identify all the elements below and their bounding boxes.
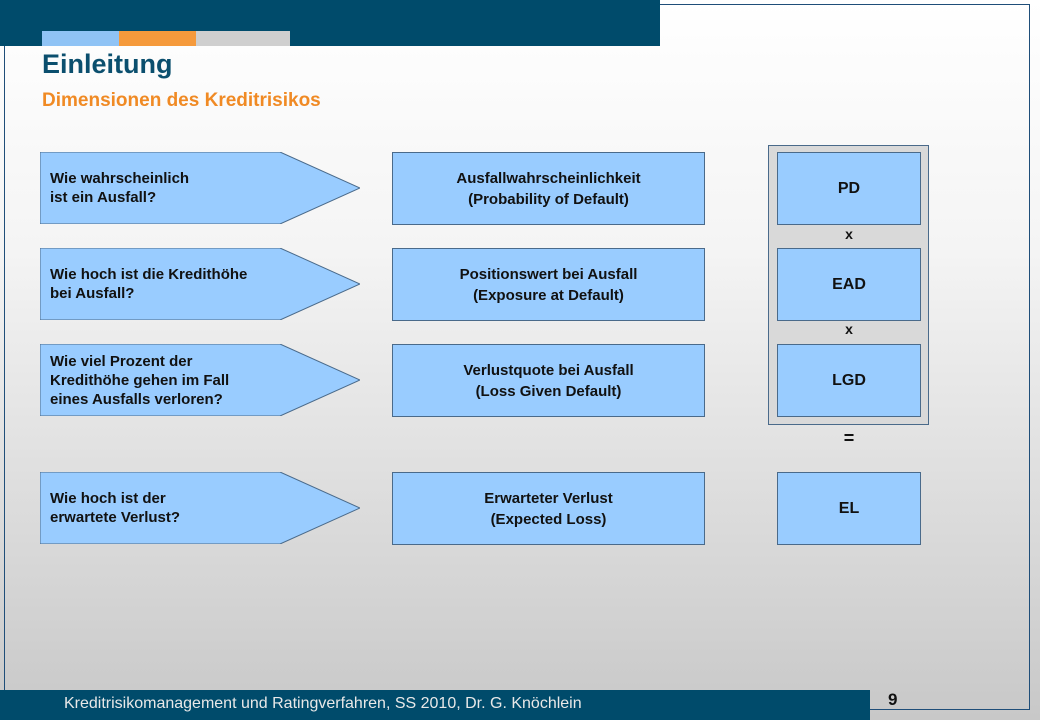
term-box-ead: Positionswert bei Ausfall (Exposure at D… bbox=[392, 248, 705, 321]
abbr-box-ead: EAD bbox=[777, 248, 921, 321]
term-english: (Exposure at Default) bbox=[473, 286, 624, 304]
footer-bar: Kreditrisikomanagement und Ratingverfahr… bbox=[0, 690, 870, 720]
question-arrow-ead: Wie hoch ist die Kredithöhe bei Ausfall? bbox=[40, 248, 360, 320]
arrow-shape bbox=[40, 248, 360, 320]
term-name: Ausfallwahrscheinlichkeit bbox=[456, 169, 641, 187]
question-line: bei Ausfall? bbox=[50, 285, 135, 302]
equals-operator: = bbox=[843, 428, 855, 448]
question-arrow-pd: Wie wahrscheinlich ist ein Ausfall? bbox=[40, 152, 360, 224]
page-number: 9 bbox=[888, 690, 898, 709]
arrow-shape bbox=[40, 152, 360, 224]
abbr-box-pd: PD bbox=[777, 152, 921, 225]
question-line: eines Ausfalls verloren? bbox=[50, 390, 223, 408]
term-english: (Expected Loss) bbox=[490, 510, 607, 528]
abbr-box-lgd: LGD bbox=[777, 344, 921, 417]
multiply-operator: x bbox=[845, 226, 853, 242]
term-name: Verlustquote bei Ausfall bbox=[463, 361, 634, 379]
question-line: Wie wahrscheinlich bbox=[50, 170, 190, 187]
header-stripe-blue bbox=[42, 31, 119, 46]
term-box-el: Erwarteter Verlust (Expected Loss) bbox=[392, 472, 705, 545]
question-line: Wie hoch ist die Kredithöhe bbox=[50, 266, 248, 283]
term-english: (Probability of Default) bbox=[468, 190, 629, 208]
question-arrow-lgd: Wie viel Prozent der Kredithöhe gehen im… bbox=[40, 344, 360, 416]
term-name: Positionswert bei Ausfall bbox=[459, 265, 638, 283]
arrow-shape bbox=[40, 344, 360, 416]
question-line: erwartete Verlust? bbox=[50, 509, 181, 526]
slide-title: Einleitung bbox=[42, 49, 173, 79]
term-name: Erwarteter Verlust bbox=[484, 489, 613, 507]
arrow-shape bbox=[40, 472, 360, 544]
question-arrow-el: Wie hoch ist der erwartete Verlust? bbox=[40, 472, 360, 544]
header-stripe-gray bbox=[196, 31, 290, 46]
term-box-lgd: Verlustquote bei Ausfall (Loss Given Def… bbox=[392, 344, 705, 417]
question-line: Wie hoch ist der bbox=[50, 490, 166, 507]
header-stripe-orange bbox=[119, 31, 196, 46]
term-box-pd: Ausfallwahrscheinlichkeit (Probability o… bbox=[392, 152, 705, 225]
question-line: Kredithöhe gehen im Fall bbox=[50, 371, 230, 389]
term-english: (Loss Given Default) bbox=[475, 382, 622, 400]
question-line: ist ein Ausfall? bbox=[50, 189, 157, 206]
slide-subtitle: Dimensionen des Kreditrisikos bbox=[42, 90, 321, 111]
question-line: Wie viel Prozent der bbox=[50, 352, 193, 370]
abbr-box-el: EL bbox=[777, 472, 921, 545]
multiply-operator: x bbox=[845, 321, 853, 337]
